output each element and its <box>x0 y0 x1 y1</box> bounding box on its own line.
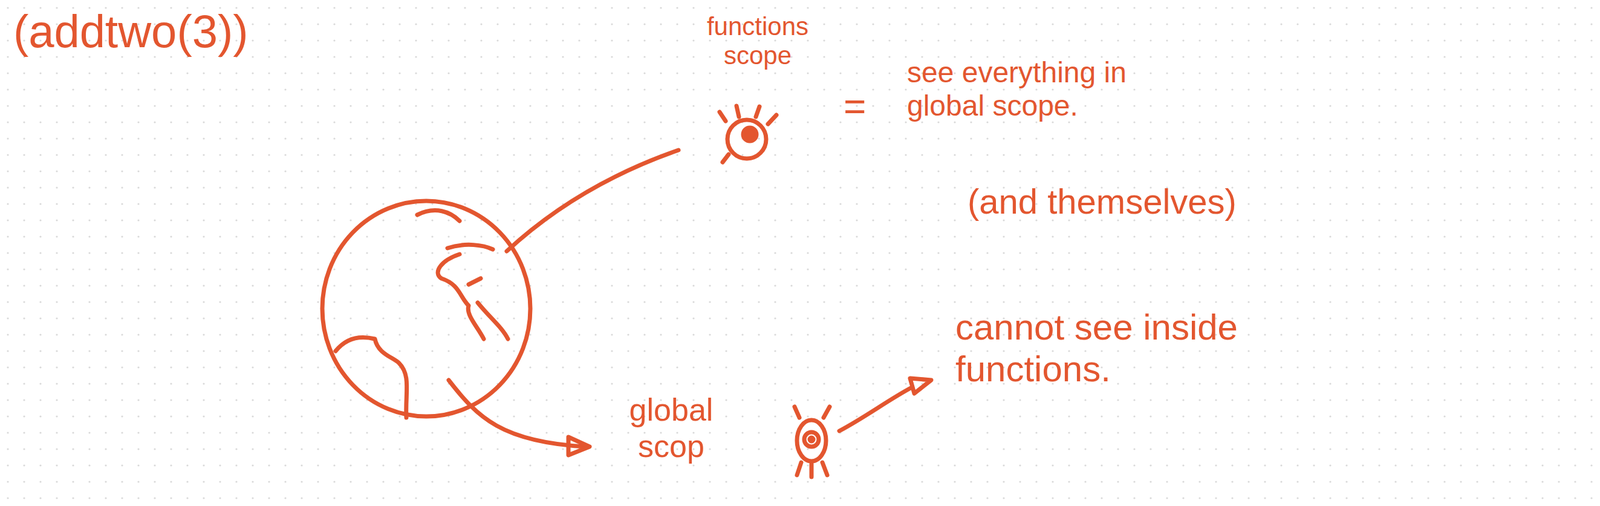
alien-eye <box>804 431 819 447</box>
eye-icon <box>727 119 767 159</box>
globe-continent <box>335 336 407 418</box>
sketch-label: functions scope <box>669 12 846 71</box>
sketch-label: (and themselves) <box>967 181 1355 222</box>
alien-icon <box>796 419 827 461</box>
globe <box>322 200 531 417</box>
arrow-head <box>568 436 590 455</box>
eye-pupil <box>743 127 757 141</box>
arrow-head <box>910 377 932 394</box>
leader-line <box>506 149 679 251</box>
globe-continent <box>477 302 508 339</box>
sketch-label: cannot see inside functions. <box>955 305 1391 390</box>
sketch-label: = <box>843 84 892 130</box>
sketch-label: (addtwo(3)) <box>13 4 389 58</box>
eye-lashes <box>719 105 777 163</box>
leader-line <box>839 386 912 431</box>
globe-continent <box>417 210 493 339</box>
alien-pupil <box>809 437 814 441</box>
sketch-label: see everything in global scope. <box>907 55 1192 123</box>
sketch-label: global scop <box>604 391 738 465</box>
leader-arrow <box>448 379 586 447</box>
alien-limbs <box>794 406 830 477</box>
